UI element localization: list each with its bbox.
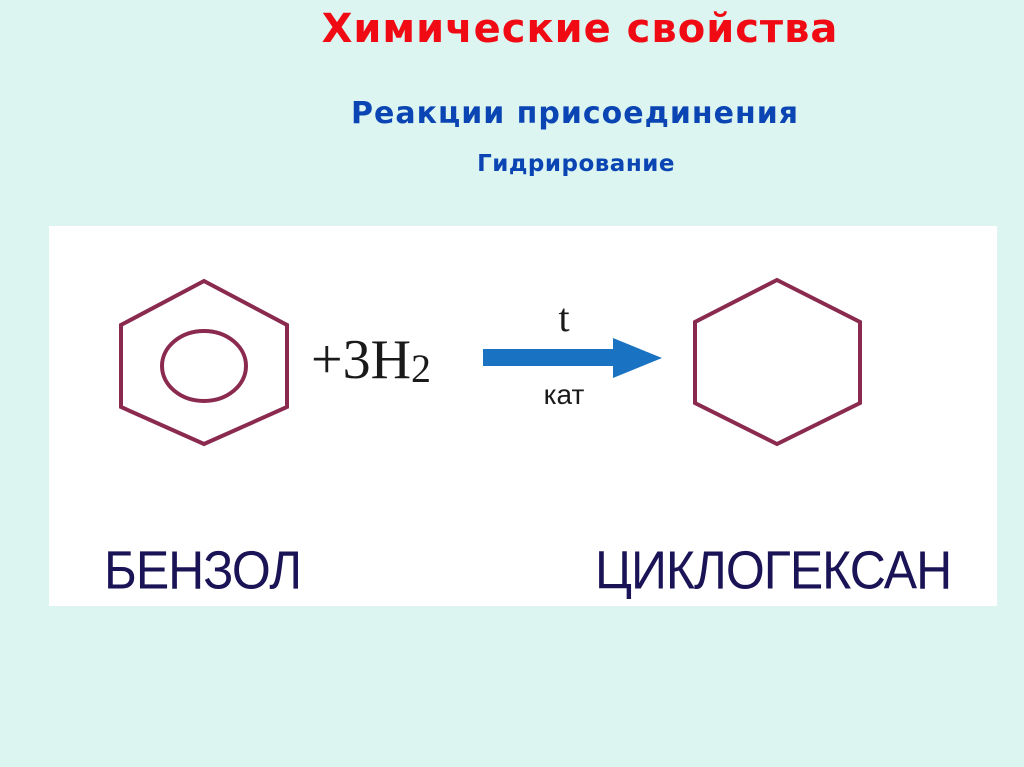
- benzene-label: БЕНЗОЛ: [104, 540, 302, 601]
- benzene-ring-icon: [119, 278, 289, 447]
- reagent-text: +3H: [311, 329, 412, 391]
- cyclohexane-ring-icon: [693, 277, 862, 447]
- condition-catalyst: кат: [543, 379, 585, 410]
- slide-subsubtitle: Гидрирование: [477, 151, 675, 177]
- cyclohexane-label: ЦИКЛОГЕКСАН: [595, 540, 952, 601]
- condition-temperature: t: [558, 295, 570, 340]
- reaction-arrow-icon: [483, 338, 662, 378]
- reaction-panel: +3H2 t кат БЕНЗОЛ ЦИКЛОГЕКСАН: [49, 226, 997, 606]
- slide-subtitle: Реакции присоединения: [351, 96, 799, 131]
- hydrogen-reagent: +3H2: [311, 328, 431, 392]
- reagent-subscript: 2: [411, 346, 432, 391]
- reaction-diagram: [119, 277, 862, 447]
- slide-title: Химические свойства: [321, 6, 839, 52]
